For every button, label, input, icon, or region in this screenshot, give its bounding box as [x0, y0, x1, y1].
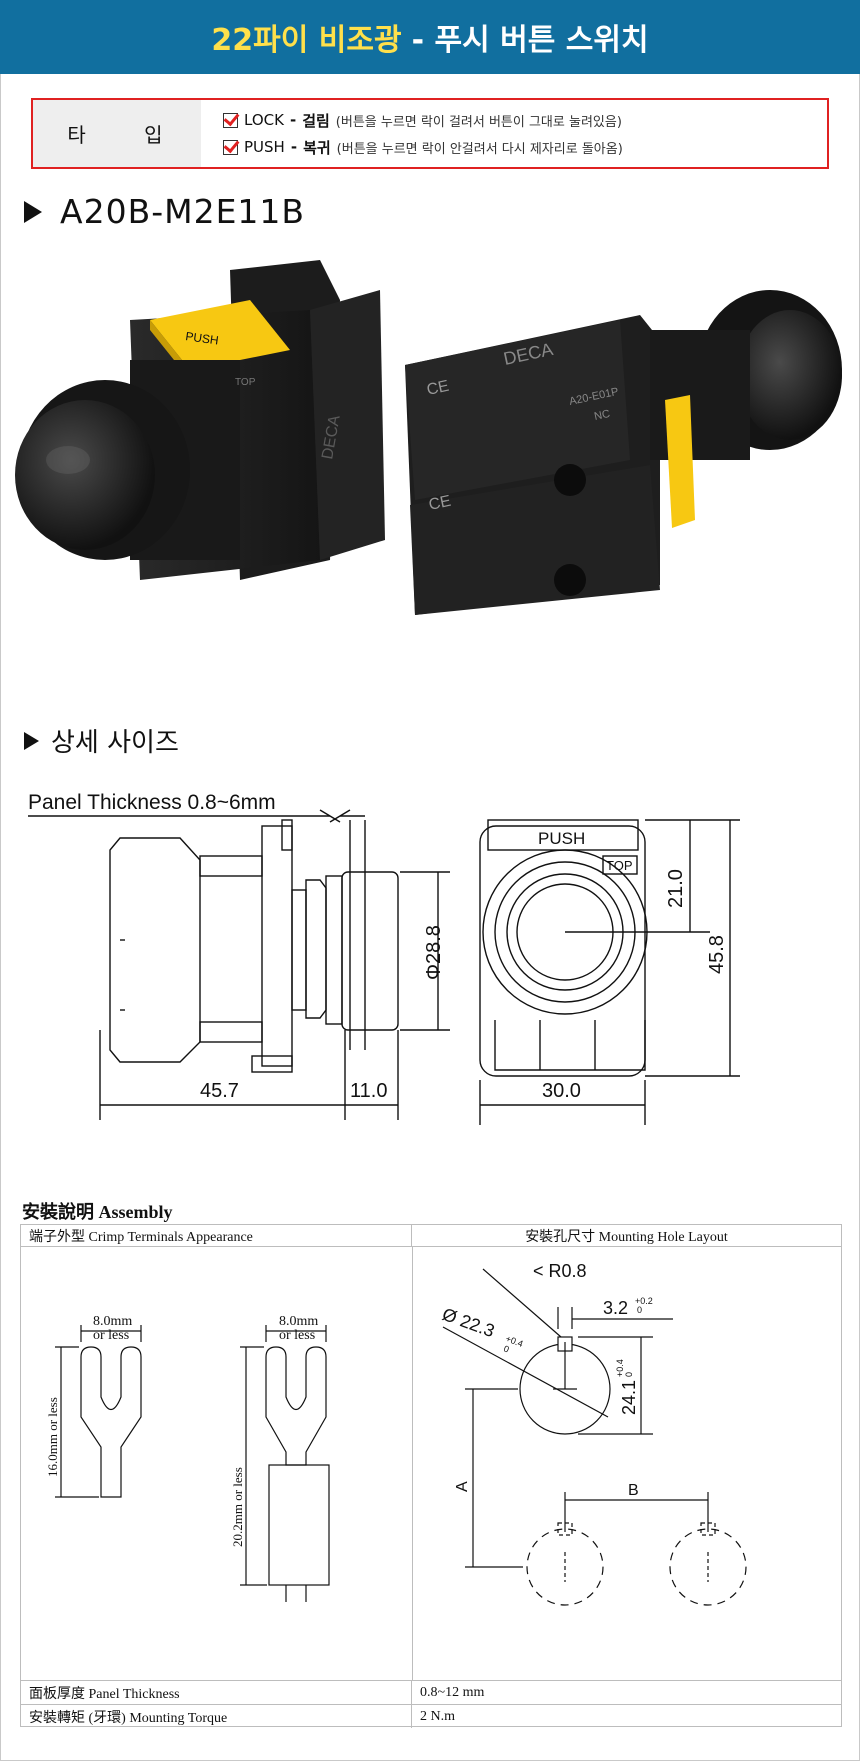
crimp-terminals-drawing: 8.0mm or less 16.0mm or less 8.0mm or le…: [45, 1314, 330, 1602]
product-right: DECA A20-E01P NC CE CE: [405, 290, 842, 615]
terminal-width-2b: or less: [279, 1328, 315, 1343]
kh-tol-low: 0: [624, 1372, 634, 1377]
triangle-bullet-icon: [24, 731, 39, 750]
spec-value: 2 N.m: [420, 1708, 455, 1724]
photo-top-label: TOP: [235, 377, 256, 388]
side-view: [109, 819, 399, 1073]
terminal-width-1b: or less: [93, 1328, 129, 1343]
type-kind: 복귀: [303, 138, 331, 157]
assembly-divider: [412, 1247, 413, 1680]
photo-push-label: PUSH: [185, 329, 220, 348]
assembly-body: 8.0mm or less 16.0mm or less 8.0mm or le…: [21, 1247, 841, 1680]
type-row-lock: LOCK - 걸림 (버튼을 누르면 락이 걸려서 버튼이 그대로 눌려있음): [223, 110, 827, 131]
key-label: 3.2: [603, 1298, 628, 1318]
model-code: A20B-M2E11B: [60, 192, 306, 231]
panel-thickness-label: Panel Thickness 0.8~6mm: [28, 791, 276, 814]
check-icon: [223, 139, 238, 155]
title-rest: - 푸시 버튼 스위치: [411, 23, 649, 58]
type-items: LOCK - 걸림 (버튼을 누르면 락이 걸려서 버튼이 그대로 눌려있음) …: [201, 100, 827, 167]
detail-heading-text: 상세 사이즈: [51, 728, 179, 758]
dia-tol-low: 0: [502, 1343, 510, 1354]
spec-row: 安裝轉矩 (牙環) Mounting Torque 2 N.m: [21, 1704, 841, 1728]
type-desc: (버튼을 누르면 락이 걸려서 버튼이 그대로 눌려있음): [335, 114, 622, 130]
assembly-title: 安裝說明 Assembly: [22, 1202, 173, 1222]
label-b: B: [628, 1482, 639, 1499]
dim-30-0: 30.0: [542, 1080, 581, 1102]
check-icon: [223, 112, 238, 128]
detail-heading: 상세 사이즈: [24, 722, 179, 759]
dimension-drawing: Panel Thickness 0.8~6mm 45.7 11.0 Φ28.8 …: [28, 791, 740, 1125]
spec-row: 面板厚度 Panel Thickness 0.8~12 mm: [21, 1680, 841, 1704]
type-name: LOCK: [244, 111, 284, 129]
front-view: PUSH TOP: [479, 819, 710, 1077]
dim-11-0: 11.0: [350, 1080, 387, 1102]
mounting-hole-drawing: < R0.8 Ø 22.3 +0.4 0 3.2 +0.2 0 24.1 +0.…: [440, 1261, 747, 1606]
spec-key: 安裝轉矩 (牙環) Mounting Torque: [21, 1705, 412, 1728]
label-a: A: [454, 1481, 471, 1492]
spec-value: 0.8~12 mm: [420, 1684, 485, 1700]
dim-45-8: 45.8: [706, 935, 728, 974]
type-desc: (버튼을 누르면 락이 안걸려서 다시 제자리로 돌아옴): [336, 141, 623, 157]
spec-key: 面板厚度 Panel Thickness: [21, 1681, 412, 1704]
type-row-push: PUSH - 복귀 (버튼을 누르면 락이 안걸려서 다시 제자리로 돌아옴): [223, 137, 827, 158]
type-sep: -: [289, 111, 297, 129]
dim-45-7: 45.7: [200, 1080, 239, 1102]
photo-nc: NC: [593, 408, 611, 423]
dim-21-0: 21.0: [665, 869, 687, 908]
key-tol: +0.2: [635, 1296, 653, 1306]
photo-ce-bottom: CE: [427, 493, 452, 514]
left-header: 端子外型 Crimp Terminals Appearance: [21, 1225, 412, 1246]
assembly-table: 端子外型 Crimp Terminals Appearance 安裝孔尺寸 Mo…: [20, 1224, 842, 1728]
model-heading: A20B-M2E11B: [24, 192, 305, 231]
type-box: 타 입 LOCK - 걸림 (버튼을 누르면 락이 걸려서 버튼이 그대로 눌려…: [31, 98, 829, 169]
product-photo: PUSH DECA TOP DECA A20-E01P NC CE CE: [15, 260, 842, 615]
right-header: 安裝孔尺寸 Mounting Hole Layout: [525, 1229, 728, 1245]
terminal-len-2: 20.2mm or less: [230, 1467, 245, 1547]
triangle-bullet-icon: [24, 200, 42, 223]
title-bar: 22파이 비조광 - 푸시 버튼 스위치: [0, 0, 860, 74]
terminal-width-2: 8.0mm: [279, 1314, 318, 1329]
front-push-label: PUSH: [538, 829, 585, 848]
key-height: 24.1: [619, 1380, 639, 1415]
photo-ce-top: CE: [425, 378, 450, 399]
title-accent: 22파이 비조광: [211, 23, 402, 58]
dim-phi-28-8: Φ28.8: [423, 925, 445, 980]
type-sep: -: [290, 138, 298, 156]
key-tol-low: 0: [637, 1305, 642, 1315]
assembly-header-row: 端子外型 Crimp Terminals Appearance 安裝孔尺寸 Mo…: [21, 1225, 841, 1247]
terminal-len-1: 16.0mm or less: [45, 1397, 60, 1477]
assembly-footer: 面板厚度 Panel Thickness 0.8~12 mm 安裝轉矩 (牙環)…: [21, 1680, 841, 1728]
dia-label: Ø 22.3: [440, 1304, 498, 1341]
front-top-label: TOP: [606, 858, 633, 873]
r-label: < R0.8: [533, 1261, 587, 1281]
type-kind: 걸림: [302, 111, 330, 130]
product-left: PUSH DECA TOP: [15, 260, 385, 580]
type-label: 타 입: [33, 100, 201, 167]
kh-tol: +0.4: [615, 1359, 625, 1377]
type-name: PUSH: [244, 138, 285, 156]
terminal-width-1: 8.0mm: [93, 1314, 132, 1329]
